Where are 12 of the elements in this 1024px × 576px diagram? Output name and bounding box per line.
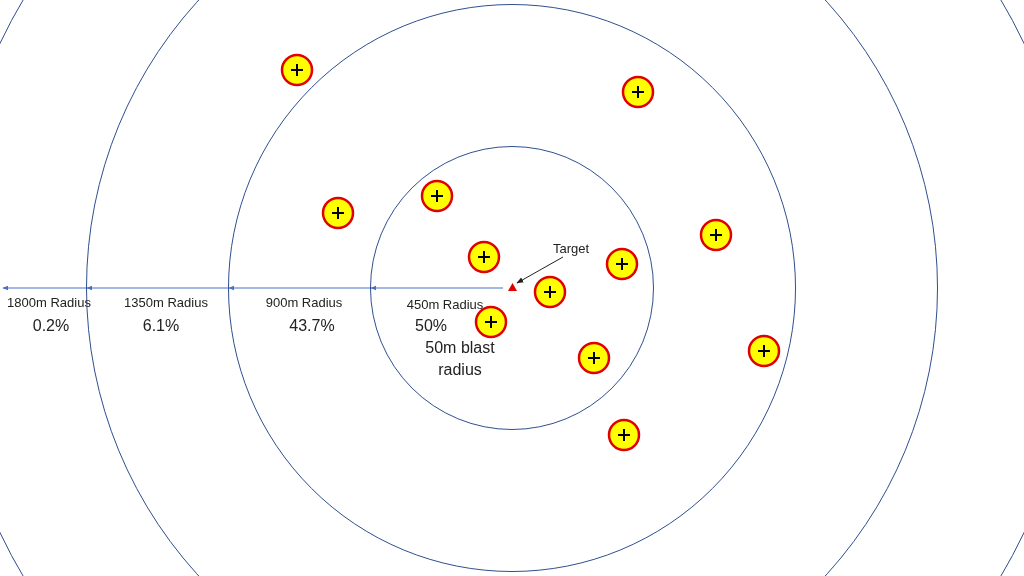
target-marker <box>508 283 517 291</box>
radius-label: 1350m Radius <box>124 294 208 310</box>
leader-line <box>516 256 564 284</box>
percentage-label: 6.1% <box>142 317 180 335</box>
percentage-label: 0.2% <box>32 317 70 335</box>
target-label: Target <box>553 241 590 256</box>
radius-label: 1800m Radius <box>7 294 91 310</box>
radius-label: 450m Radius <box>406 296 484 312</box>
percentage-label: 50% <box>415 317 447 335</box>
blast-radius-note: 50m blast radius <box>424 338 496 380</box>
percentage-label: 43.7% <box>289 317 335 335</box>
radius-label: 900m Radius <box>265 294 343 310</box>
